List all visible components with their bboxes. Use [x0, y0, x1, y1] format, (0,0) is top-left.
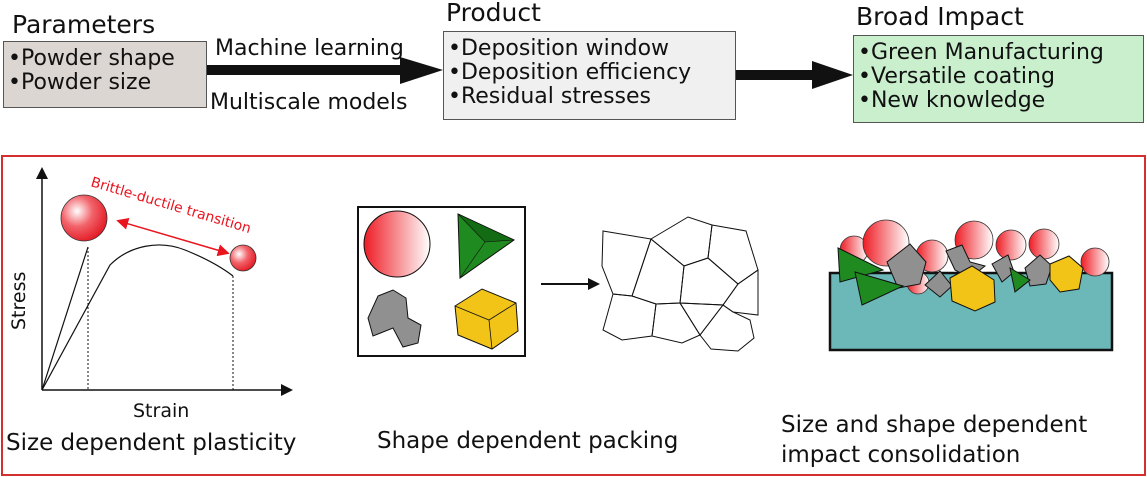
bottom-panel-border	[1, 155, 1146, 476]
impact-title: Broad Impact	[856, 2, 1024, 31]
impact-item-knowledge: •New knowledge	[858, 88, 1046, 113]
parameters-box: •Powder shape •Powder size	[3, 41, 207, 108]
triangle-particle-icon	[457, 213, 515, 279]
stress-strain-chart: Brittle-ductile transition Stress Strain	[8, 167, 293, 422]
product-item-stresses: •Residual stresses	[448, 84, 651, 109]
sphere-particle-icon	[363, 210, 431, 278]
arrow-product-to-impact	[736, 61, 853, 89]
consolidation-caption-line1: Size and shape dependent	[781, 412, 1088, 438]
arrow-label-multiscale-models: Multiscale models	[210, 90, 408, 115]
product-title: Product	[446, 0, 541, 27]
packed-grain-mesh	[601, 216, 759, 352]
large-particle-icon	[60, 194, 108, 242]
strain-axis-label: Strain	[133, 400, 189, 422]
right-arrow-icon	[541, 278, 600, 290]
product-item-window: •Deposition window	[448, 36, 670, 61]
impact-consolidation-graphic	[828, 219, 1114, 352]
irregular-particle-icon	[367, 289, 422, 348]
parameter-item-shape: •Powder shape	[8, 46, 175, 71]
product-item-efficiency: •Deposition efficiency	[448, 60, 692, 85]
transition-annotation: Brittle-ductile transition	[89, 174, 253, 237]
cube-particle-icon	[454, 288, 519, 350]
impact-box: •Green Manufacturing •Versatile coating …	[853, 35, 1144, 123]
small-particle-icon	[229, 244, 257, 272]
arrow-label-machine-learning: Machine learning	[215, 36, 404, 61]
arrow-parameters-to-product	[207, 57, 443, 84]
particle-shapes-box	[357, 206, 526, 357]
stress-axis-label: Stress	[8, 272, 30, 330]
packing-caption: Shape dependent packing	[377, 428, 679, 454]
transition-arrow	[116, 217, 230, 257]
consolidation-caption-line2: impact consolidation	[781, 442, 1021, 468]
ductile-curve	[41, 244, 234, 391]
impact-item-versatile: •Versatile coating	[858, 64, 1055, 89]
plasticity-caption: Size dependent plasticity	[6, 430, 297, 456]
parameters-title: Parameters	[12, 10, 156, 39]
brittle-curve	[41, 246, 89, 391]
product-box: •Deposition window •Deposition efficienc…	[443, 31, 736, 120]
parameter-item-size: •Powder size	[8, 70, 152, 95]
impact-item-green: •Green Manufacturing	[858, 40, 1104, 65]
